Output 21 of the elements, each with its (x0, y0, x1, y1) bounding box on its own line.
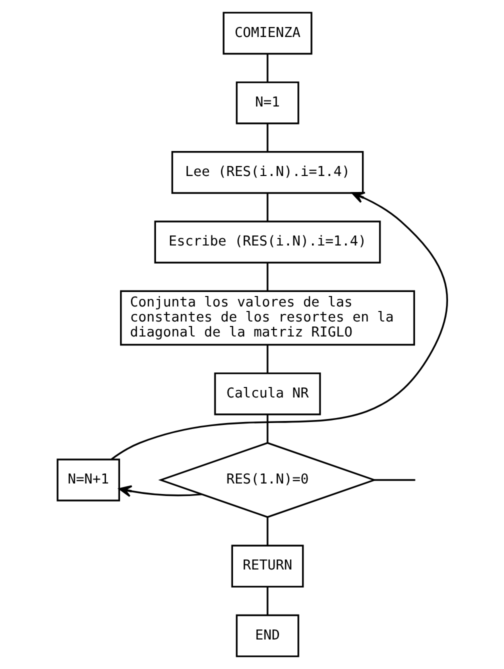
node-box: Lee (RES(i.N).i=1.4) (170, 151, 364, 194)
connector (266, 586, 268, 615)
node-box: Calcula NR (214, 372, 320, 416)
node-box: N=1 (235, 81, 299, 124)
connector (266, 344, 268, 374)
connector (266, 193, 268, 222)
connector (374, 479, 415, 481)
node-diamond: RES(1.N)=0 (158, 442, 376, 518)
node-box: COMIENZA (222, 12, 312, 55)
arrow (110, 192, 448, 460)
connector (266, 262, 268, 291)
connector (266, 123, 268, 152)
node-box: N=N+1 (56, 458, 120, 502)
connector (266, 414, 268, 443)
arrow (118, 485, 202, 497)
connector (266, 517, 268, 546)
node-box: Conjunta los valores de las constantes de los resortes en la diagonal de la matriz RIGLO (120, 290, 415, 346)
node-box: RETURN (230, 544, 304, 588)
connector (266, 54, 268, 82)
node-box: END (235, 614, 299, 658)
node-box: Escribe (RES(i.N).i=1.4) (154, 220, 380, 264)
